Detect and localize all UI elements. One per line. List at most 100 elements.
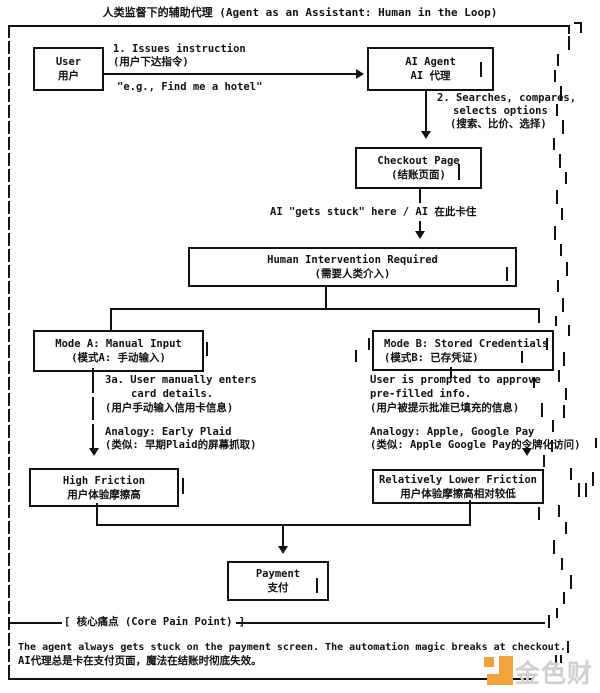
border-dash <box>546 338 548 350</box>
border-dash <box>561 208 563 220</box>
border-dash <box>556 104 558 116</box>
node-checkout-page: Checkout Page (结账页面) <box>355 147 482 189</box>
node-user-label-en: User <box>55 56 82 68</box>
mode-a-detail-1: 3a. User manually enters <box>105 374 257 386</box>
border-dash <box>458 164 460 180</box>
border-dash <box>533 377 535 388</box>
border-dash <box>562 298 564 312</box>
border-dash <box>559 154 561 168</box>
border-dash <box>521 351 523 363</box>
edge-mode-a-seg3 <box>92 424 94 448</box>
node-ai-agent-label-zh: AI 代理 <box>410 70 451 82</box>
border-dash <box>565 522 567 534</box>
border-dash <box>567 641 569 653</box>
border-dash <box>555 655 557 663</box>
pain-point-header: [ 核心痛点 (Core Pain Point) ] <box>64 616 246 628</box>
arrowhead-down-icon <box>522 448 532 456</box>
border-dash <box>538 507 540 520</box>
node-mode-b: Mode B: Stored Credentials (模式B: 已存凭证) <box>372 330 554 371</box>
border-dash <box>182 478 184 494</box>
border-dash <box>563 405 565 418</box>
edge-label-step1-zh: (用户下达指令) <box>113 56 189 68</box>
border-dash <box>552 420 554 432</box>
split-horizontal <box>110 308 540 310</box>
merge-right-drop <box>469 500 471 526</box>
arrowhead-right-icon <box>356 69 364 79</box>
edge-label-step1-en: 1. Issues instruction <box>113 43 246 55</box>
border-dash <box>585 483 587 497</box>
border-dash <box>570 468 572 480</box>
node-ai-agent: AI Agent AI 代理 <box>367 47 494 91</box>
node-checkout-label-zh: (结账页面) <box>391 169 446 181</box>
border-dash <box>553 540 555 554</box>
node-human-intervention: Human Intervention Required (需要人类介入) <box>188 247 517 287</box>
border-dash <box>558 370 560 382</box>
split-right-drop <box>538 310 540 323</box>
node-mode-b-label-en: Mode B: Stored Credentials <box>384 337 549 350</box>
border-dash <box>355 350 357 362</box>
border-dash <box>480 62 482 77</box>
border-dash <box>563 352 565 366</box>
edge-mode-b-stub <box>450 367 452 378</box>
node-mode-a-label-zh: (模式A: 手动输入) <box>71 352 166 364</box>
mode-a-detail-4: Analogy: Early Plaid <box>105 426 232 438</box>
border-dash <box>580 22 582 33</box>
node-user: User 用户 <box>33 47 104 91</box>
border-dash <box>560 244 562 256</box>
node-mode-a: Mode A: Manual Input (模式A: 手动输入) <box>33 330 204 372</box>
border-dash <box>554 70 556 82</box>
mode-b-detail-5: (类似: Apple Google Pay的令牌化访问) <box>370 439 581 451</box>
border-dash <box>551 440 553 452</box>
border-dash <box>558 505 560 517</box>
node-mode-a-label-en: Mode A: Manual Input <box>55 338 182 350</box>
watermark-text: 金色财经 <box>515 659 594 688</box>
border-dash <box>578 483 580 497</box>
edge-label-stuck: AI "gets stuck" here / AI 在此卡住 <box>270 206 477 218</box>
border-dash <box>555 316 557 326</box>
outer-border-top <box>8 25 570 27</box>
split-left-drop <box>110 310 112 330</box>
mode-b-detail-2: pre-filled info. <box>370 388 472 400</box>
border-dash <box>565 172 567 184</box>
node-mode-b-label-zh: (模式B: 已存凭证) <box>384 351 479 364</box>
border-dash <box>557 280 559 292</box>
edge-user-to-agent <box>104 73 357 75</box>
border-dash <box>568 25 570 34</box>
border-dash <box>570 575 572 589</box>
border-dash <box>368 338 370 350</box>
node-lower-friction-label-zh: 用户体验摩擦高相对较低 <box>400 487 516 500</box>
node-high-friction-label-zh: 用户体验摩擦高 <box>67 488 141 501</box>
border-dash <box>506 267 508 281</box>
border-dash <box>543 455 545 467</box>
node-payment-label-en: Payment <box>255 568 301 580</box>
border-dash <box>561 558 563 570</box>
outer-border-left <box>8 25 10 680</box>
mode-a-detail-5: (类似: 早期Plaid的屏幕抓取) <box>105 439 257 451</box>
mode-a-detail-3: (用户手动输入信用卡信息) <box>105 402 234 414</box>
diagram-title: 人类监督下的辅助代理 (Agent as an Assistant: Human… <box>102 6 498 19</box>
border-dash <box>557 54 559 66</box>
border-dash <box>568 325 570 336</box>
merge-horizontal <box>96 524 471 526</box>
border-dash <box>316 578 318 593</box>
node-checkout-label-en: Checkout Page <box>377 155 460 167</box>
border-dash <box>560 86 562 100</box>
border-dash <box>556 190 558 204</box>
edge-to-payment <box>282 526 284 546</box>
mode-b-detail-1: User is prompted to approve <box>370 374 541 386</box>
node-ai-agent-label-en: AI Agent <box>405 56 456 68</box>
border-dash <box>206 342 208 356</box>
border-dash <box>563 592 565 604</box>
border-dash <box>548 615 550 628</box>
node-user-label-zh: 用户 <box>58 70 79 82</box>
edge-checkout-to-human-seg2 <box>419 221 421 231</box>
node-human-intervention-label-en: Human Intervention Required <box>267 254 438 266</box>
node-high-friction-label-en: High Friction <box>62 474 146 487</box>
border-dash <box>568 36 570 50</box>
jinse-finance-watermark: 金色财经 <box>481 652 600 688</box>
edge-label-example: "e.g., Find me a hotel" <box>117 81 263 93</box>
arrowhead-down-icon <box>421 131 431 139</box>
border-dash <box>562 120 564 134</box>
border-dash <box>554 226 556 240</box>
